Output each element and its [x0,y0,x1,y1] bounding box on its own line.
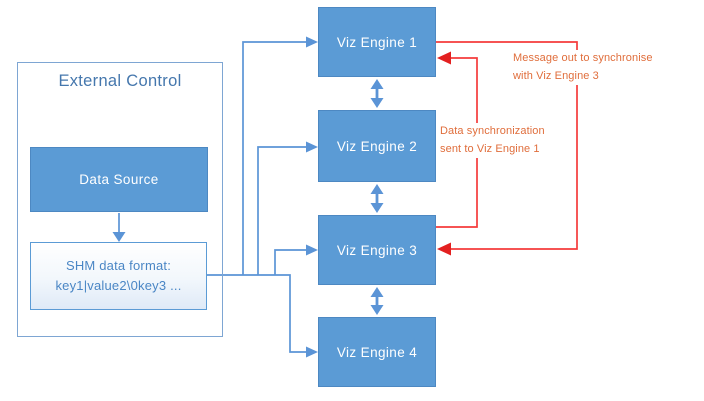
viz-engine-2-node: Viz Engine 2 [318,110,436,182]
viz-engine-4-node: Viz Engine 4 [318,317,436,387]
arrow-right-icon [306,141,318,153]
connector-shm-to-engines [207,36,318,358]
annotation-message-out: Message out to synchronise with Viz Engi… [513,50,699,86]
arrow-down-icon [370,98,384,108]
double-arrow-engine3-engine4 [370,287,384,315]
arrow-up-icon [370,184,384,194]
viz-engine-4-label: Viz Engine 4 [336,344,418,360]
arrow-down-icon [112,232,126,242]
annotation-data-sync: Data synchronization sent to Viz Engine … [440,123,572,159]
arrow-up-icon [370,79,384,89]
viz-engine-1-label: Viz Engine 1 [336,34,418,50]
shm-format-line1: SHM data format: [65,257,172,273]
arrow-down-icon [370,305,384,315]
arrow-up-icon [370,287,384,297]
external-control-container: External Control [17,62,223,337]
viz-engine-3-label: Viz Engine 3 [336,242,418,258]
arrow-right-icon [306,36,318,48]
viz-engine-1-node: Viz Engine 1 [318,7,436,77]
trunk-line [207,274,306,353]
external-control-title: External Control [58,72,182,90]
data-source-label: Data Source [79,172,159,187]
data-source-node: Data Source [30,147,208,212]
arrow-down-icon [370,203,384,213]
red-path-engine1-to-engine3 [436,41,578,256]
arrow-datasource-to-shm [112,213,126,242]
shm-format-node: SHM data format: key1|value2\0key3 ... [30,242,207,310]
double-arrow-engine1-engine2 [370,79,384,108]
arrow-right-icon [306,244,318,256]
viz-engine-3-node: Viz Engine 3 [318,215,436,285]
branch-engine1-line [242,41,306,275]
arrow-left-icon [437,51,451,65]
double-arrow-engine2-engine3 [370,184,384,213]
red-line [436,41,578,250]
arrow-left-icon [437,242,451,256]
shm-format-line2: key1|value2\0key3 ... [55,278,182,293]
branch-engine2-line [257,146,306,275]
viz-engine-2-label: Viz Engine 2 [336,138,418,154]
branch-engine3-line [274,249,306,275]
arrow-right-icon [306,346,318,358]
